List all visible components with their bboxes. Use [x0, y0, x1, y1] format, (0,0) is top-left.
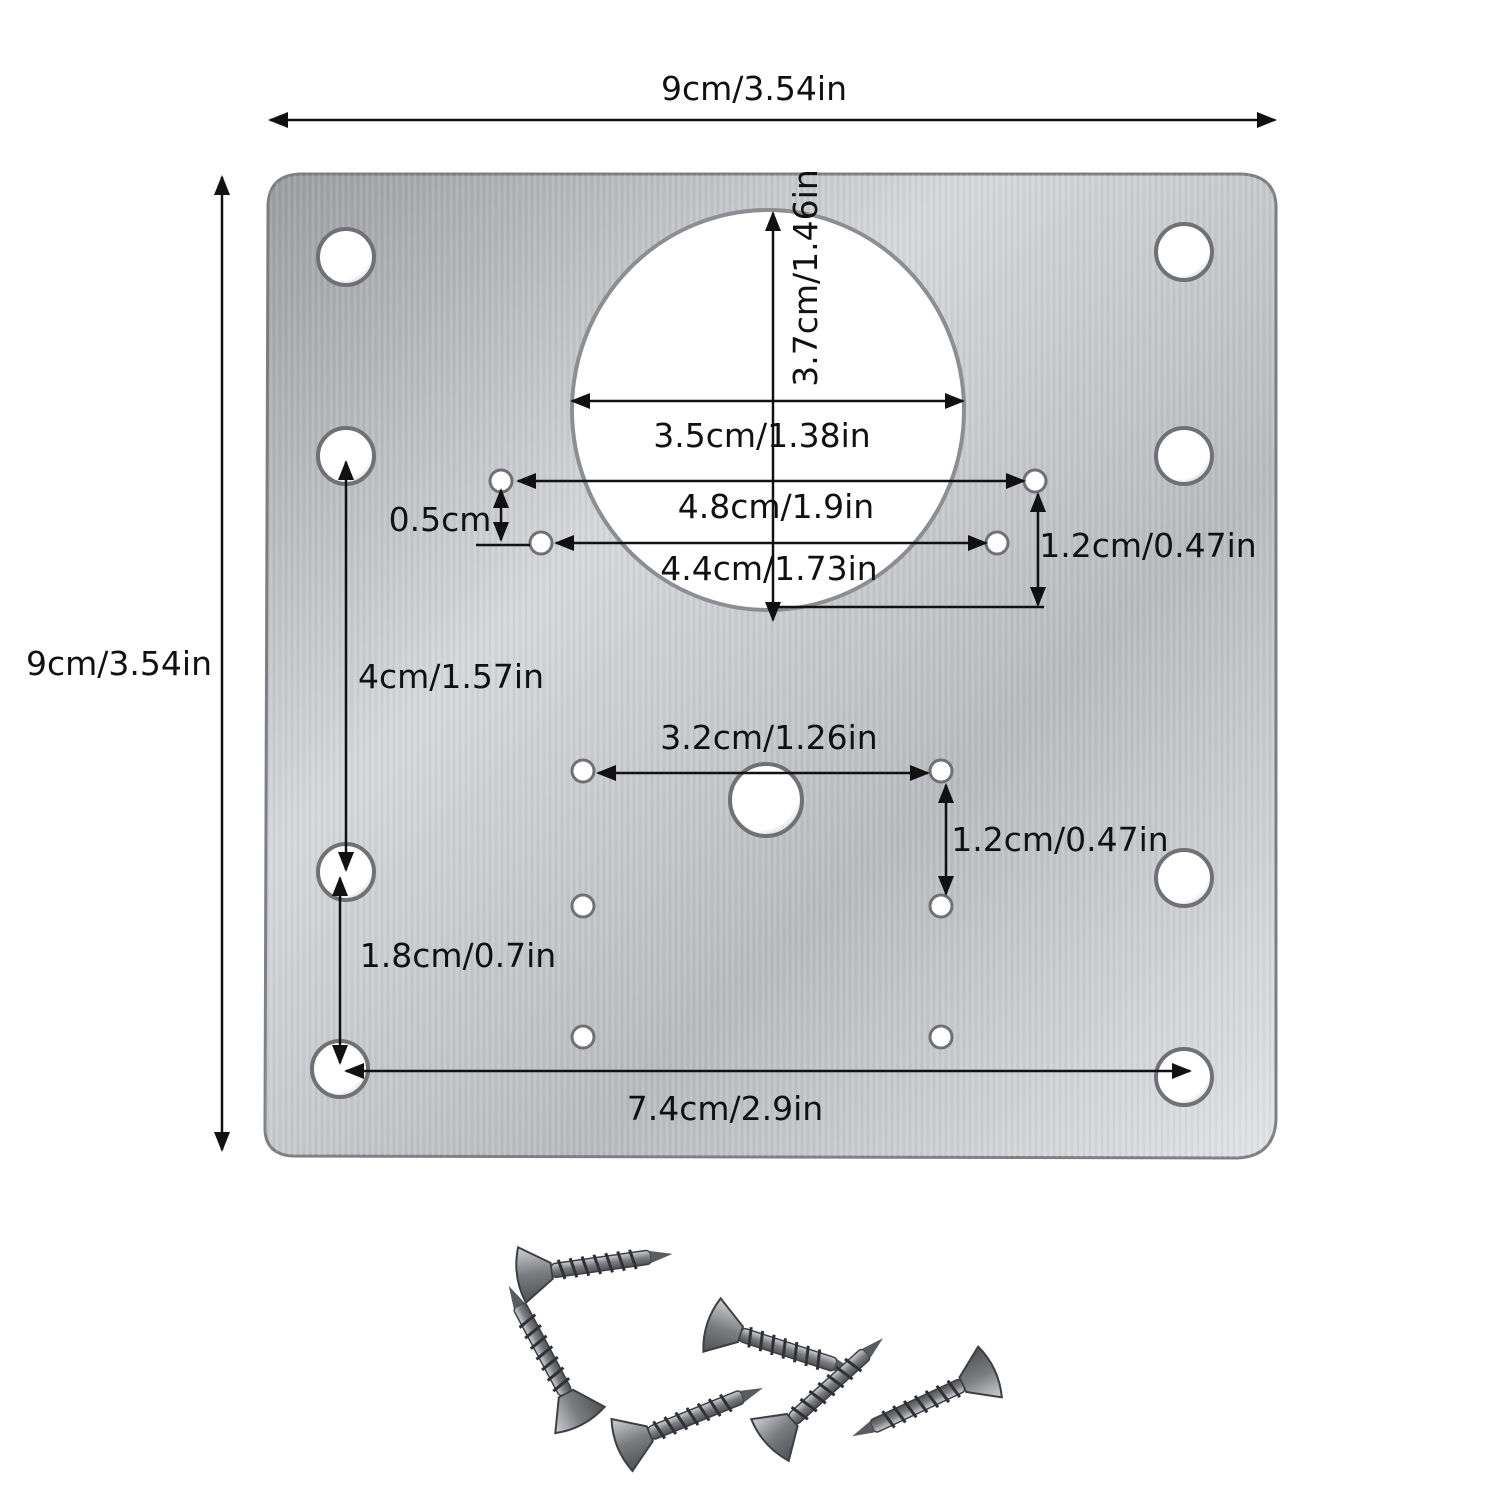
- dimension-lines: [214, 112, 1277, 1152]
- hole-offset-label: 0.5cm: [389, 500, 492, 539]
- small-hole: [570, 893, 596, 919]
- center-hole: [728, 762, 804, 838]
- dimension-labels: 9cm/3.54in 9cm/3.54in 3.7cm/1.46in 3.5cm…: [26, 69, 1257, 1128]
- small-hole: [1022, 468, 1048, 494]
- small-hole: [928, 758, 954, 784]
- mounting-hole: [316, 227, 376, 287]
- center-vertical-spacing-label: 1.2cm/0.47in: [951, 820, 1168, 859]
- right-upper-offset-label: 1.2cm/0.47in: [1039, 526, 1256, 565]
- big-hole-width-label: 3.5cm/1.38in: [653, 416, 870, 455]
- screw-icon: [852, 1345, 1003, 1437]
- lower-hole-spacing-label: 4.4cm/1.73in: [660, 549, 877, 588]
- bottom-hole-spacing-label: 7.4cm/2.9in: [627, 1089, 823, 1128]
- small-hole: [570, 1024, 596, 1050]
- hinge-repair-plate: [263, 172, 1278, 1160]
- overall-height-label: 9cm/3.54in: [26, 644, 212, 683]
- overall-width-label: 9cm/3.54in: [661, 69, 847, 108]
- big-hole-height-label: 3.7cm/1.46in: [786, 169, 825, 386]
- small-hole: [570, 758, 596, 784]
- small-hole: [984, 530, 1010, 556]
- mounting-hole: [1154, 426, 1214, 486]
- left-vertical-spacing-label: 4cm/1.57in: [358, 657, 544, 696]
- small-hole: [928, 1024, 954, 1050]
- small-hole: [488, 468, 514, 494]
- mounting-hole: [1154, 222, 1214, 282]
- screws: [508, 1245, 1003, 1473]
- screw-icon: [508, 1285, 607, 1435]
- upper-hole-spacing-label: 4.8cm/1.9in: [678, 487, 874, 526]
- small-hole: [928, 893, 954, 919]
- screw-icon: [749, 1338, 883, 1463]
- corner-vertical-spacing-label: 1.8cm/0.7in: [360, 936, 556, 975]
- screw-icon: [515, 1245, 673, 1305]
- center-hole-spacing-label: 3.2cm/1.26in: [660, 718, 877, 757]
- screw-icon: [610, 1388, 763, 1473]
- small-hole: [528, 530, 554, 556]
- small-holes: [488, 468, 1048, 1050]
- mounting-hole: [1154, 848, 1214, 908]
- mounting-hole: [1154, 1047, 1214, 1107]
- screw-icon: [702, 1296, 857, 1372]
